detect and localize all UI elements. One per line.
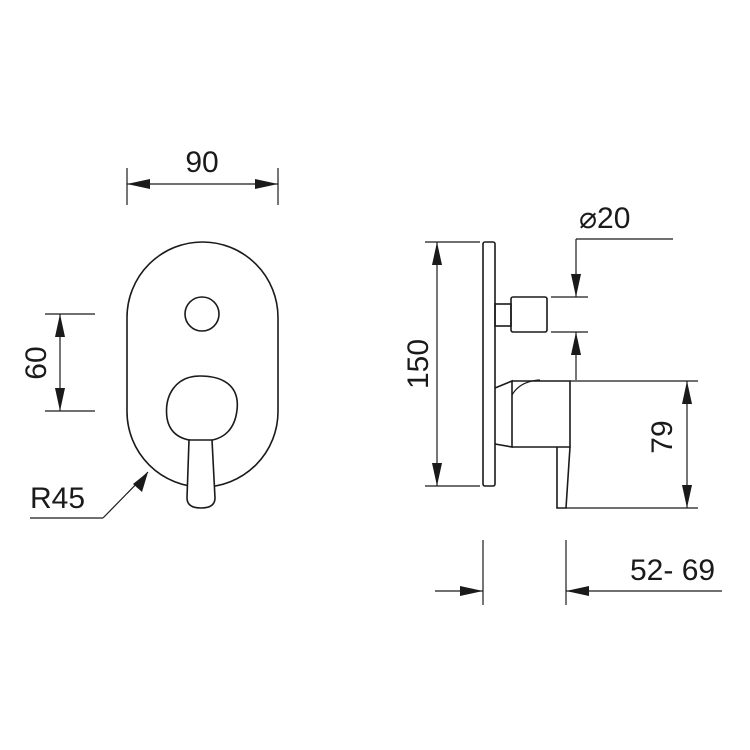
lever-handle <box>186 439 216 509</box>
overall-height-label: 150 <box>402 339 435 389</box>
radius-label: R45 <box>30 482 85 515</box>
wall-plate <box>482 241 496 487</box>
body-collar <box>494 379 513 448</box>
front-view: 90 60 R45 <box>20 146 279 519</box>
lever-head <box>165 375 239 442</box>
diverter-knob <box>184 296 220 332</box>
diverter-collar <box>494 303 512 327</box>
height-dimension: 60 <box>20 313 95 412</box>
overall-height-dimension: 150 <box>402 241 480 487</box>
body-height-label: 79 <box>646 420 679 453</box>
depth-label: 52- 69 <box>630 554 715 587</box>
radius-leader: R45 <box>30 471 149 519</box>
diverter-body <box>510 296 548 333</box>
diameter-label: ⌀20 <box>579 202 630 235</box>
width-dimension: 90 <box>126 146 279 205</box>
lever-stem <box>556 446 571 509</box>
width-label: 90 <box>185 146 218 179</box>
lever-top-bevel <box>511 379 541 396</box>
diameter-dimension: ⌀20 <box>551 202 673 380</box>
lever-body <box>512 380 571 448</box>
side-view: 150 ⌀20 79 <box>402 202 722 605</box>
depth-dimension: 52- 69 <box>435 540 722 605</box>
body-height-dimension: 79 <box>566 380 698 509</box>
height-label: 60 <box>20 346 53 379</box>
